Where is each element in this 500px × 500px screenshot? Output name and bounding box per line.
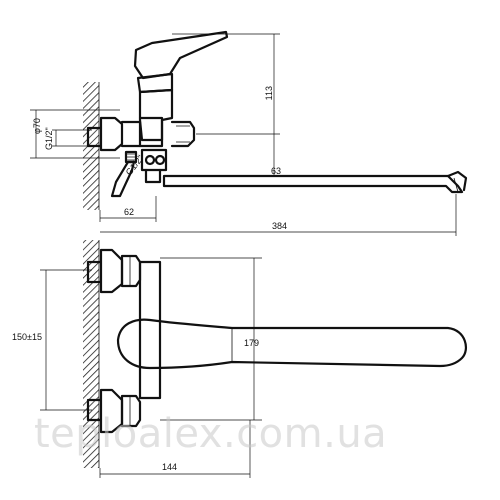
dim-384-label: 384 bbox=[272, 221, 287, 231]
spout-side bbox=[162, 174, 464, 194]
mixer-body-front bbox=[138, 260, 162, 400]
dim-center-distance-label: 150±15 bbox=[12, 332, 42, 342]
dim-diameter-label: φ70 bbox=[32, 118, 42, 134]
mixer-body-side bbox=[138, 88, 174, 142]
thread-top-label: G1/2" bbox=[44, 127, 54, 150]
dim-113-label: 113 bbox=[264, 86, 274, 100]
dim-144-label: 144 bbox=[162, 462, 177, 472]
dim-62-label: 62 bbox=[124, 207, 134, 217]
handle-lever-top bbox=[133, 30, 229, 80]
dim-63-label: 63 bbox=[271, 166, 281, 176]
handle-lever-front bbox=[116, 318, 467, 370]
dim-179-label: 179 bbox=[244, 338, 259, 348]
side-view: 113 63 φ70 G1/2" G1/2" 62 384 bbox=[30, 30, 468, 236]
front-view: 150±15 179 144 bbox=[12, 240, 467, 478]
watermark: teploalex.com.ua bbox=[34, 411, 387, 457]
